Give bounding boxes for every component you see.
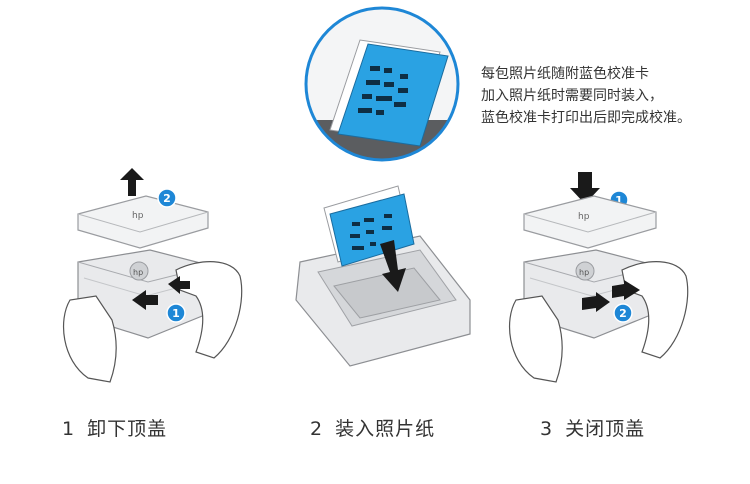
note-line: 蓝色校准卡打印出后即完成校准。 <box>481 110 691 126</box>
step2-illustration <box>295 185 471 367</box>
hp-logo-icon: hp <box>578 212 590 222</box>
right-hand <box>175 261 243 359</box>
hp-logo-icon: hp <box>132 211 144 221</box>
step-text: 卸下顶盖 <box>87 418 168 440</box>
step3-cover: hp <box>523 195 657 249</box>
note-line: 加入照片纸时需要同时装入， <box>481 88 663 104</box>
step1-badge-lift: 2 <box>157 188 177 208</box>
step-text: 装入照片纸 <box>335 418 436 440</box>
slide-arrow-icon <box>132 290 158 310</box>
hp-logo-icon: hp <box>579 268 589 277</box>
hp-logo-icon: hp <box>133 268 143 277</box>
note-line: 每包照片纸随附蓝色校准卡 <box>481 66 649 82</box>
calibration-card-inset <box>304 6 460 162</box>
down-arrow-icon <box>380 240 406 292</box>
badge-number: 1 <box>172 307 180 320</box>
badge-number: 1 <box>615 194 623 207</box>
step-label-close-cover: 3 关闭顶盖 <box>540 414 645 441</box>
step1-illustration: hp 2 hp 1 <box>63 168 243 383</box>
badge-number: 2 <box>619 307 627 320</box>
card-print-pattern <box>358 66 408 115</box>
step-text: 关闭顶盖 <box>565 418 646 440</box>
badge-number: 2 <box>163 192 171 205</box>
calibration-note: 每包照片纸随附蓝色校准卡 加入照片纸时需要同时装入， 蓝色校准卡打印出后即完成校… <box>481 63 691 129</box>
step-number: 3 <box>540 418 554 440</box>
left-hand <box>63 295 117 383</box>
step1-cover: hp <box>77 195 209 249</box>
step3-illustration: 1 hp hp 2 <box>509 172 689 383</box>
step-label-load-paper: 2 装入照片纸 <box>310 414 435 441</box>
step1-badge-slide: 1 <box>166 303 186 323</box>
slide-arrow-icon <box>612 280 640 300</box>
right-hand <box>621 261 689 359</box>
slide-arrow-icon <box>582 292 610 312</box>
left-hand <box>509 295 563 383</box>
step3-badge-slide: 2 <box>613 303 633 323</box>
step-number: 1 <box>62 418 76 440</box>
slide-arrow-icon <box>168 276 190 294</box>
step-number: 2 <box>310 418 324 440</box>
step-label-remove-cover: 1 卸下顶盖 <box>62 414 167 441</box>
up-arrow-icon <box>120 168 144 196</box>
